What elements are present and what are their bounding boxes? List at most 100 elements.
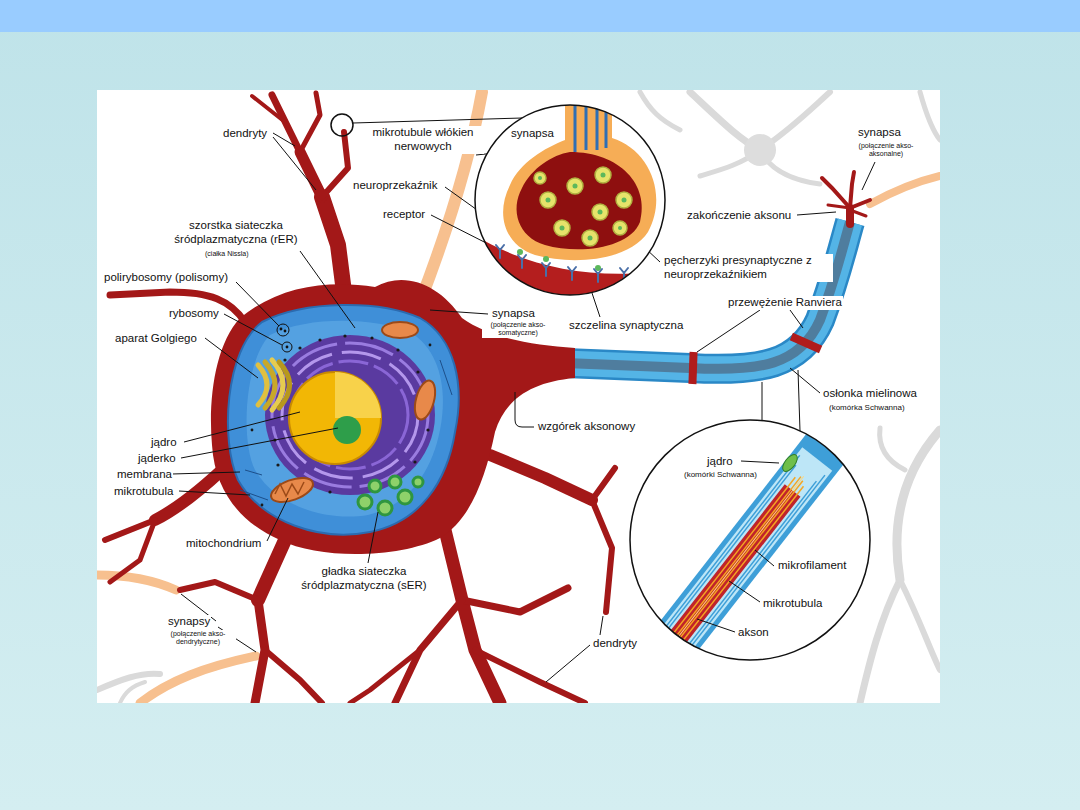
presynaptic-dendrite-part	[870, 176, 940, 204]
cell-interior-part-part	[258, 365, 267, 405]
synapse-zoom-part-part-part	[560, 226, 565, 231]
cell-interior-part-part	[298, 346, 301, 349]
illustration	[97, 92, 940, 703]
background-neuron-part	[880, 428, 905, 470]
slide-background-part	[97, 90, 940, 703]
leader-line-part	[267, 498, 288, 541]
dendrite-branch-part	[300, 93, 320, 152]
cell-interior-part-part	[440, 360, 452, 395]
cell-interior-part	[282, 352, 418, 478]
synapse-zoom-part-part-part	[574, 102, 577, 152]
dendrite-branch	[105, 93, 615, 703]
synapse-zoom-part-part-part	[540, 192, 556, 208]
part-label: jądro	[706, 455, 734, 469]
part-note: (komórka Schwanna)	[828, 403, 906, 413]
part-label: rybosomy	[168, 307, 220, 321]
part-label: szorstka siateczka śródplazmatyczna (rER…	[157, 219, 315, 247]
axon-zoom-part-part-part	[780, 452, 800, 474]
part-label: neuroprzekaźnik	[352, 179, 438, 193]
dendrite-branch-part	[110, 520, 155, 582]
part-note: (połączenie akso-aksonalne)	[850, 142, 922, 159]
part-label: akson	[737, 626, 770, 640]
axon-zoom-part-part-part-part	[637, 481, 817, 703]
synapse-zoom-part-part	[496, 245, 628, 282]
axon-zoom-part-part	[755, 550, 774, 566]
leader-line-part	[368, 512, 378, 563]
mitochondrion-part	[275, 482, 304, 496]
synapse-zoom-part-part-part	[592, 204, 608, 220]
part-label: synapsa	[491, 307, 536, 321]
axon-terminal-part	[822, 178, 850, 208]
cell-interior-part	[333, 416, 361, 444]
part-label: osłonka mielinowa	[822, 387, 918, 401]
cell-interior-part-part	[370, 336, 373, 339]
leader-line-part	[697, 310, 760, 352]
synapse-zoom-part-part-part	[534, 172, 546, 184]
synapse-zoom-part-part-part	[518, 255, 526, 268]
smooth-er-part	[358, 495, 372, 509]
mitochondrion	[268, 322, 439, 507]
cell-interior-part	[280, 328, 283, 331]
synapse-zoom-part-part-part	[594, 269, 602, 282]
cell-body	[211, 280, 575, 554]
background-neuron-part	[744, 134, 776, 166]
synapse-zoom-part-part-part	[543, 256, 549, 262]
cell-interior-part-part	[261, 504, 264, 507]
synapse-zoom-part-part-part	[622, 198, 627, 203]
part-label: mitochondrium	[185, 537, 262, 551]
axon-zoom-part-part	[741, 461, 779, 463]
part-note: (ciałka Nissla)	[204, 250, 250, 258]
synapse-zoom-part-part-part	[542, 263, 550, 276]
cell-interior-part-part	[318, 338, 321, 341]
part-label: synapsy	[167, 615, 211, 629]
part-label: pęcherzyki presynaptyczne z neuroprzekaź…	[663, 254, 833, 282]
synapse-zoom-part-part-part	[598, 210, 603, 215]
presynaptic-dendrite-part	[420, 92, 482, 302]
leader-line-part	[600, 616, 603, 635]
background-neuron-part	[900, 580, 940, 670]
part-label: mikrofilament	[777, 559, 847, 573]
synapse-zoom-part-part-part	[568, 267, 576, 280]
synapse-zoom-part-part-part	[595, 167, 611, 183]
dendrite-branch-part	[592, 500, 612, 612]
synapse-zoom-part-part	[517, 152, 642, 249]
cell-interior-part-part	[416, 370, 419, 373]
cell-interior-part	[284, 330, 287, 333]
slide-background-part	[0, 0, 1080, 32]
leader-line-part	[273, 137, 316, 190]
axon-terminal-part	[850, 210, 866, 216]
dendrite-branch-part	[462, 588, 568, 612]
zoom-marker	[331, 114, 353, 136]
cell-interior-part	[258, 360, 290, 410]
background-neuron-part	[860, 580, 900, 703]
part-label: synapsa	[510, 127, 555, 141]
axon-zoom-part-part-part	[611, 447, 832, 703]
leader-line-part	[353, 118, 522, 123]
axon-terminal	[822, 172, 870, 224]
axon-zoom-part-part	[729, 581, 760, 602]
part-label: wzgórek aksonowy	[537, 420, 636, 434]
part-label: dendryty	[222, 127, 268, 141]
cell-interior-part-part	[283, 358, 286, 361]
smooth-er-part	[378, 501, 392, 515]
cell-interior-part	[282, 342, 292, 352]
cell-interior-part	[265, 335, 435, 495]
smooth-er	[358, 476, 423, 515]
axon-zoom-part-part-part-part	[628, 481, 803, 703]
dendrite-branch-part	[265, 650, 322, 703]
cell-interior-part-part	[279, 362, 290, 408]
cell-interior-part	[272, 343, 428, 487]
cell-interior-part-part	[396, 348, 399, 351]
leader-line-part	[546, 645, 590, 682]
leader-line-part	[515, 392, 534, 427]
synapse-zoom-part-part-part	[554, 220, 570, 236]
part-label: synapsa	[857, 126, 902, 140]
synapse-zoom-part	[475, 105, 665, 295]
dendrite-branch-part	[475, 650, 585, 703]
axon-zoom-part-part-part-part	[622, 477, 796, 699]
leader-line-part	[273, 133, 295, 146]
myelin-sheath-part	[688, 352, 697, 384]
synapse-zoom-part-part	[517, 173, 627, 272]
